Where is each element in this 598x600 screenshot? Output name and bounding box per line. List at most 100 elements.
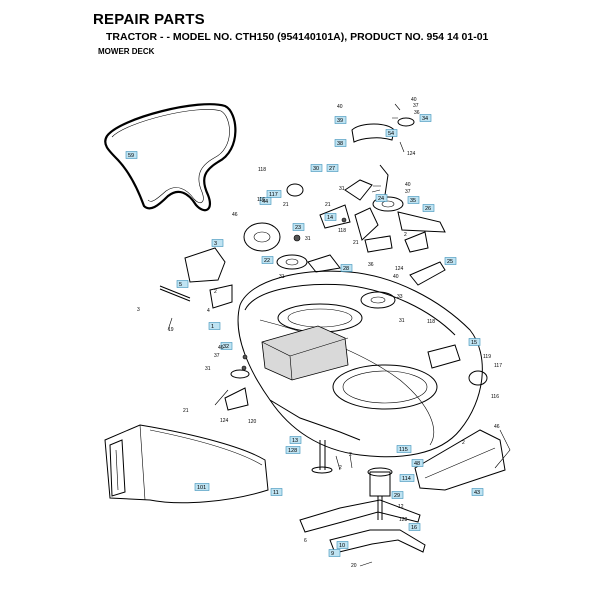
- callout-box: [324, 213, 337, 221]
- callout-label: 35: [410, 198, 416, 204]
- mower-blades: [299, 440, 426, 554]
- callout-117: 117: [266, 190, 282, 198]
- callout-29: 29: [391, 491, 404, 499]
- callout-30: 30: [310, 164, 323, 172]
- part-number-label: 37: [405, 189, 411, 195]
- callout-16: 16: [408, 523, 421, 531]
- part-number-label: 119: [483, 354, 491, 360]
- baffle-48: [414, 429, 506, 491]
- callout-44: 44: [259, 197, 272, 205]
- callout-label: 24: [378, 196, 384, 202]
- callout-box: [125, 151, 138, 159]
- part-number-label: 33: [397, 294, 403, 300]
- callout-label: 10: [339, 543, 345, 549]
- callout-9: 9: [328, 549, 341, 557]
- part-number-label: 36: [368, 262, 374, 268]
- callout-label: 11: [273, 490, 279, 496]
- callout-5: 5: [176, 280, 189, 288]
- part-number-label: 46: [218, 345, 224, 351]
- callout-label: 23: [295, 225, 301, 231]
- part-number-label: 31: [205, 366, 211, 372]
- callout-box: [419, 114, 432, 122]
- callout-box: [266, 190, 282, 198]
- page-title: REPAIR PARTS: [93, 11, 205, 28]
- callout-35: 35: [407, 196, 420, 204]
- callout-27: 27: [326, 164, 339, 172]
- callout-26: 26: [422, 204, 435, 212]
- callout-label: 39: [337, 118, 343, 124]
- callout-box: [292, 223, 305, 231]
- callout-box: [444, 257, 457, 265]
- callout-label: 1: [211, 324, 214, 330]
- callout-1: 1: [208, 322, 221, 330]
- callout-25: 25: [444, 257, 457, 265]
- callout-box: [259, 197, 272, 205]
- part-number-label: 31: [279, 274, 285, 280]
- part-number-label: 124: [407, 151, 416, 157]
- part-number-label: 40: [405, 182, 411, 188]
- part-number-label: 21: [183, 408, 189, 414]
- part-number-label: 12: [398, 504, 404, 510]
- callout-box: [176, 280, 189, 288]
- part-number-label: 40: [337, 104, 343, 110]
- callout-label: 115: [399, 447, 408, 453]
- part-number-label: 116: [257, 197, 265, 203]
- callout-box: [391, 491, 404, 499]
- callout-label: 25: [447, 259, 453, 265]
- callout-3: 3: [211, 239, 224, 247]
- part-number-label: 2: [404, 232, 407, 238]
- callout-32: 32: [220, 342, 233, 350]
- callout-34: 34: [419, 114, 432, 122]
- part-number-label: 4: [207, 308, 210, 314]
- callout-box: [411, 459, 424, 467]
- part-number-label: 2: [462, 440, 465, 446]
- callout-label: 13: [292, 438, 298, 444]
- callout-box: [194, 483, 210, 491]
- callout-24: 24: [375, 194, 388, 202]
- part-number-label: 6: [304, 538, 307, 544]
- part-number-label: 2: [349, 452, 352, 458]
- part-number-label: 31: [339, 186, 345, 192]
- part-number-label: 20: [351, 563, 357, 569]
- callout-box: [375, 194, 388, 202]
- callout-101: 101: [194, 483, 210, 491]
- callout-43: 43: [471, 488, 484, 496]
- part-number-label: 37: [214, 353, 220, 359]
- callout-label: 32: [223, 344, 229, 350]
- part-number-label: 37: [413, 103, 419, 109]
- callout-label: 14: [327, 215, 333, 221]
- part-number-label: 31: [305, 236, 311, 242]
- callout-label: 128: [288, 448, 297, 454]
- callout-15: 15: [468, 338, 481, 346]
- part-number-label: 117: [494, 363, 502, 369]
- callout-box: [408, 523, 421, 531]
- callout-label: 9: [331, 551, 334, 557]
- callout-box: [399, 474, 415, 482]
- callout-label: 44: [262, 199, 268, 205]
- callout-label: 27: [329, 166, 335, 172]
- part-number-label: 118: [338, 228, 346, 234]
- callout-114: 114: [399, 474, 415, 482]
- callout-box: [208, 322, 221, 330]
- part-number-label: 3: [137, 307, 140, 313]
- callout-box: [326, 164, 339, 172]
- callout-label: 48: [414, 461, 420, 467]
- callout-box: [285, 446, 301, 454]
- callout-label: 29: [394, 493, 400, 499]
- callout-box: [211, 239, 224, 247]
- part-number-label: 116: [491, 394, 499, 400]
- callout-115: 115: [396, 445, 412, 453]
- callout-label: 5: [179, 282, 182, 288]
- callout-23: 23: [292, 223, 305, 231]
- callout-14: 14: [324, 213, 337, 221]
- callout-box: [385, 129, 398, 137]
- callout-box: [407, 196, 420, 204]
- mower-deck-housing: [237, 270, 483, 458]
- callout-38: 38: [334, 139, 347, 147]
- part-number-label: 40: [411, 97, 417, 103]
- callout-box: [340, 264, 353, 272]
- callout-label: 16: [411, 525, 417, 531]
- leader-lines: [167, 103, 511, 567]
